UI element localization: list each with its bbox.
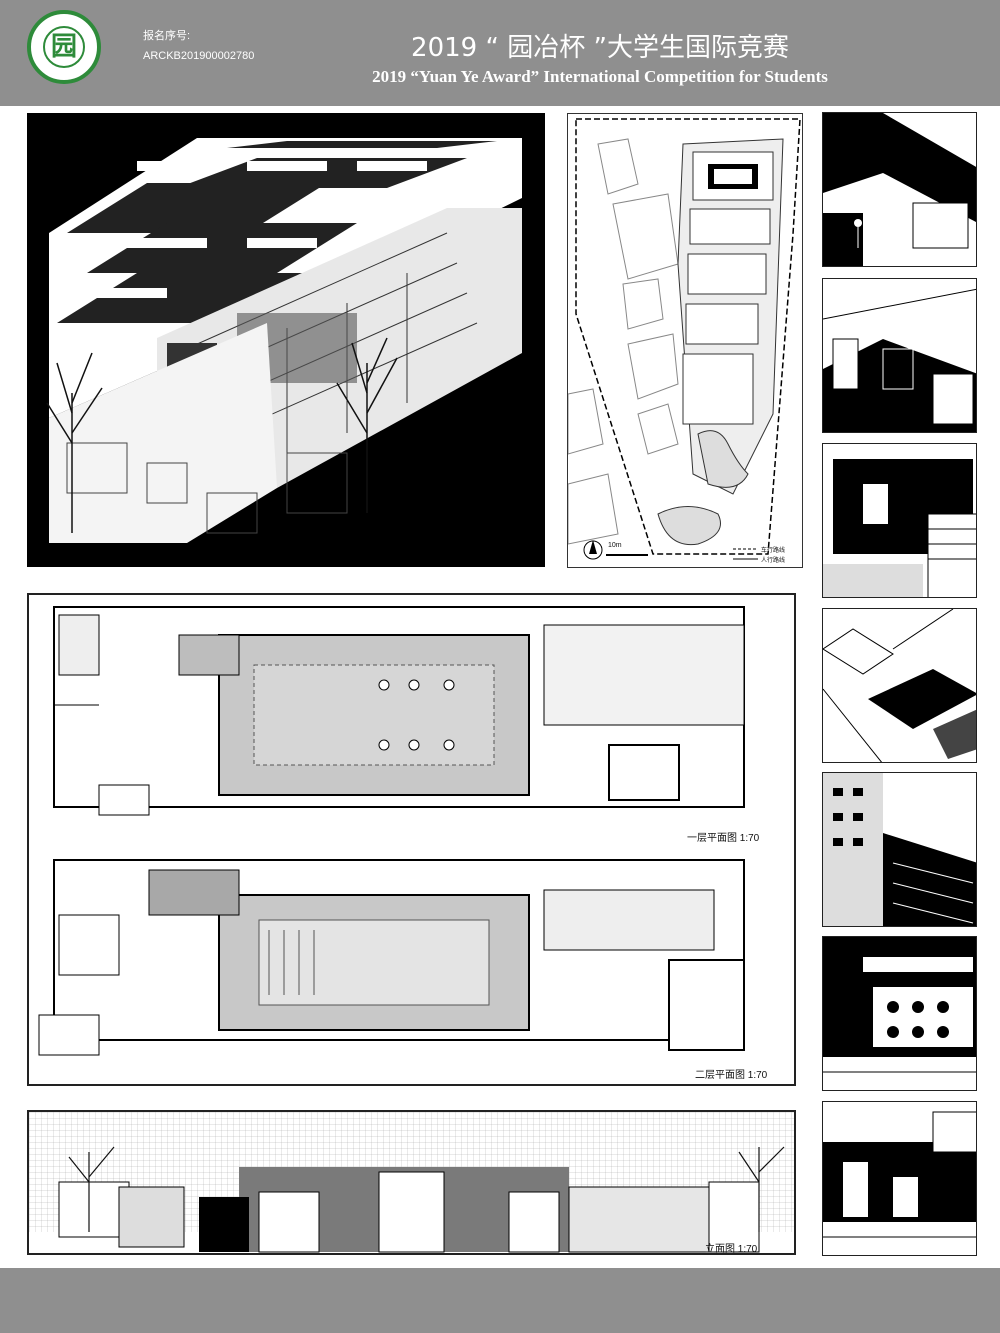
vignette-4 <box>822 608 977 763</box>
elevation-label: 立面图 1:70 <box>705 1244 758 1255</box>
legend-pedestrian: 人行路线 <box>761 558 786 564</box>
second-floor-label: 二层平面图 1:70 <box>695 1070 768 1081</box>
axonometric-drawing <box>27 113 545 567</box>
ground-floor-label: 一层平面图 1:70 <box>687 833 760 844</box>
vignette-1 <box>822 112 977 267</box>
logo-glyph: 园 <box>43 26 85 68</box>
second-floor-plan <box>38 859 745 1056</box>
vignette-3 <box>822 443 977 598</box>
vignette-6 <box>822 936 977 1091</box>
site-plan: 10m 车行路线 人行路线 <box>567 113 803 568</box>
registration-number: ARCKB201900002780 <box>143 50 255 62</box>
vignette-7 <box>822 1101 977 1256</box>
header-bar: 园 报名序号: ARCKB201900002780 2019 “ 园冶杯 ”大学… <box>0 0 1000 106</box>
title-english: 2019 “Yuan Ye Award” International Compe… <box>372 67 828 86</box>
logo-emblem: 园 <box>27 10 101 84</box>
elevation-panel: 立面图 1:70 <box>27 1110 796 1255</box>
ground-floor-plan <box>53 606 745 816</box>
floor-plans-panel: 一层平面图 1:70 二层平面图 1:70 <box>27 593 796 1086</box>
north-arrow-icon <box>583 540 603 560</box>
legend-vehicle: 车行路线 <box>761 548 786 554</box>
site-scale-label: 10m <box>608 542 622 549</box>
vignette-2 <box>822 278 977 433</box>
footer-bar <box>0 1268 1000 1333</box>
title-chinese: 2019 “ 园冶杯 ”大学生国际竞赛 <box>411 33 789 63</box>
registration-label: 报名序号: <box>143 30 191 42</box>
vignette-5 <box>822 772 977 927</box>
